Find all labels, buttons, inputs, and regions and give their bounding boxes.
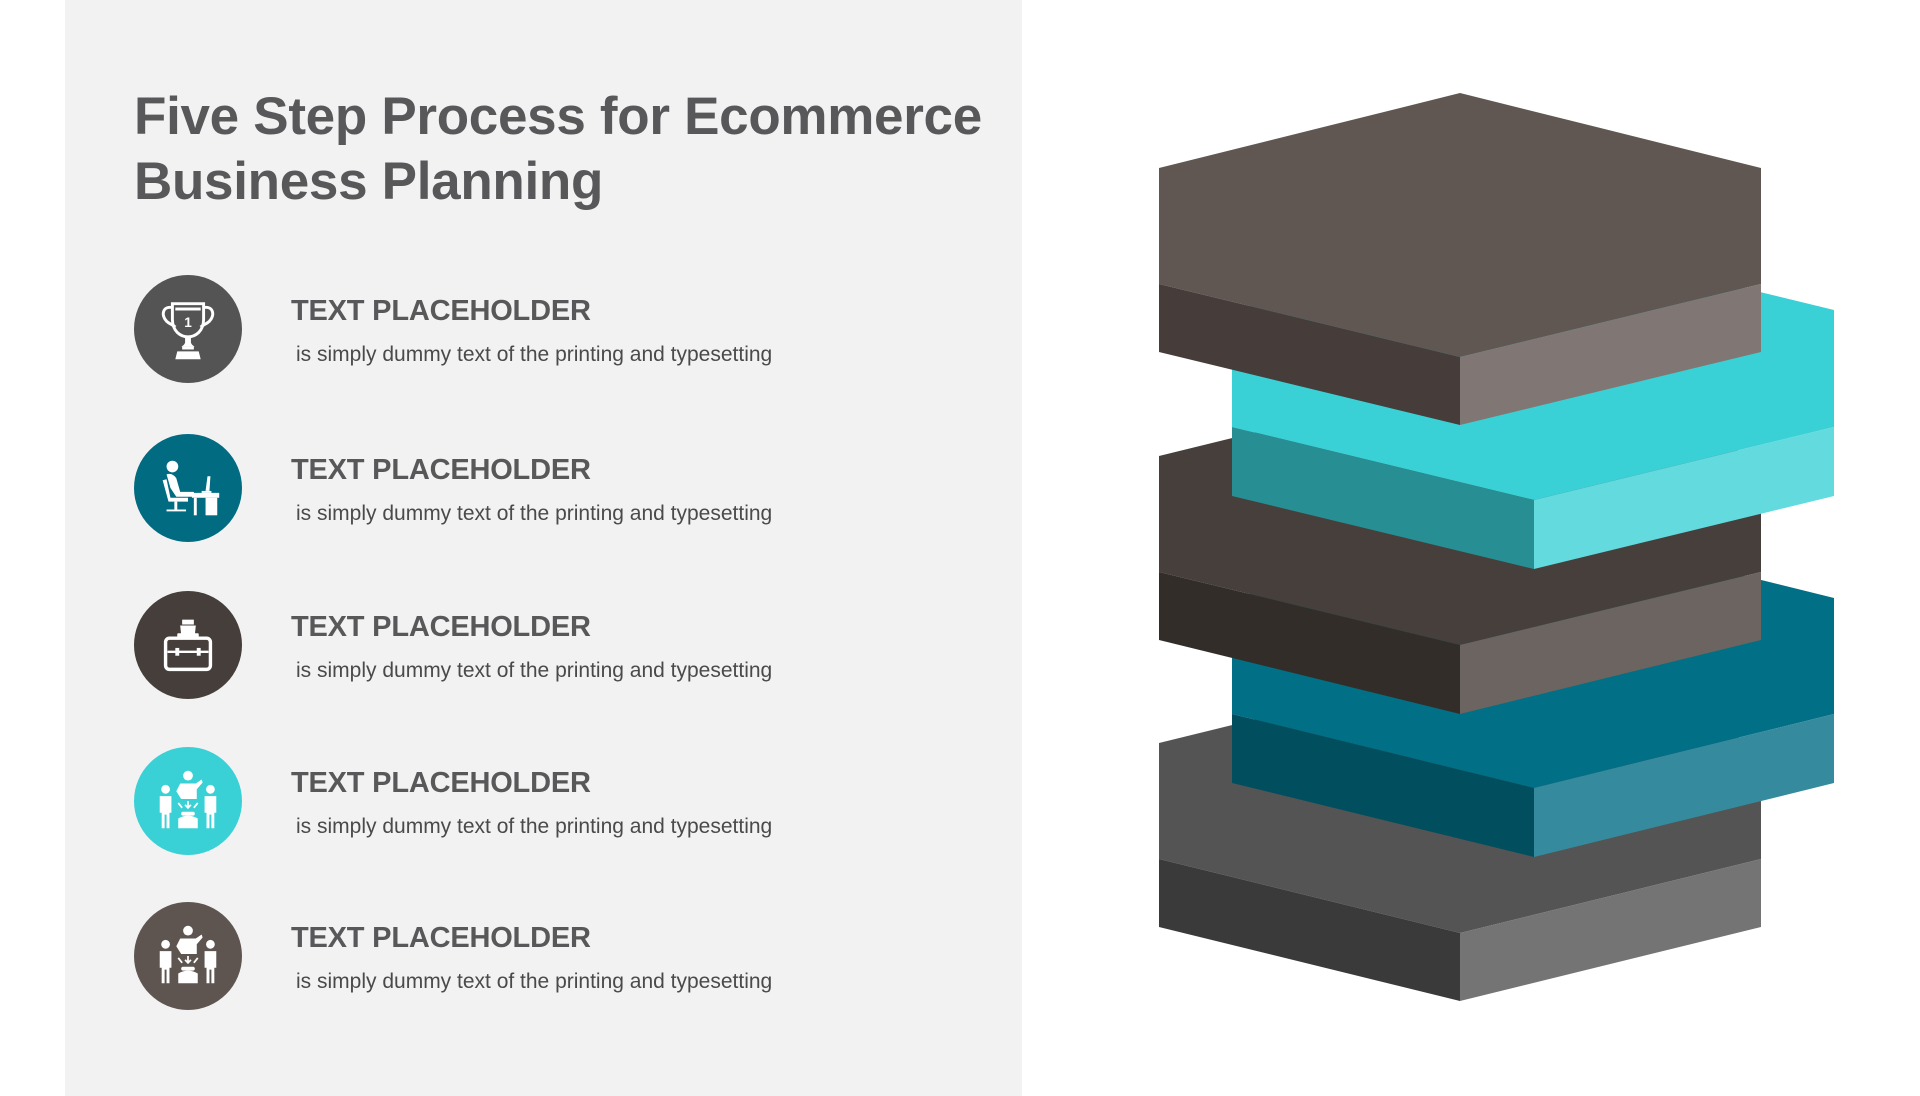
step-4-description: is simply dummy text of the printing and…: [296, 815, 773, 838]
step-3-icon-circle: [134, 591, 242, 699]
step-5-title: TEXT PLACEHOLDER: [291, 922, 591, 954]
team-meeting-icon: [159, 925, 217, 984]
svg-text:1: 1: [184, 315, 192, 330]
title-line-1: Five Step Process for Ecommerce: [134, 87, 982, 146]
step-2-description: is simply dummy text of the printing and…: [296, 502, 773, 525]
step-3-title: TEXT PLACEHOLDER: [291, 611, 591, 643]
briefcase-icon: [163, 619, 213, 672]
step-3-description: is simply dummy text of the printing and…: [296, 659, 773, 682]
step-4-icon-circle: [134, 747, 242, 855]
step-5-icon-circle: [134, 902, 242, 1010]
step-4-title: TEXT PLACEHOLDER: [291, 767, 591, 799]
trophy-icon: 1: [161, 302, 215, 360]
step-4: TEXT PLACEHOLDER is simply dummy text of…: [134, 747, 834, 855]
step-1: 1 TEXT PLACEHOLDER is simply dummy text …: [134, 275, 834, 383]
step-2-icon-circle: [134, 434, 242, 542]
stack-layer-1: [1159, 93, 1761, 425]
step-1-description: is simply dummy text of the printing and…: [296, 343, 773, 366]
step-2-title: TEXT PLACEHOLDER: [291, 454, 591, 486]
step-5: TEXT PLACEHOLDER is simply dummy text of…: [134, 902, 834, 1010]
step-2: TEXT PLACEHOLDER is simply dummy text of…: [134, 434, 834, 542]
title-line-2: Business Planning: [134, 152, 604, 211]
slide-title: Five Step Process for Ecommerce Business…: [134, 84, 994, 214]
left-content-panel: [65, 0, 1022, 1096]
step-1-icon-circle: 1: [134, 275, 242, 383]
step-5-description: is simply dummy text of the printing and…: [296, 970, 773, 993]
team-meeting-icon: [159, 770, 217, 829]
office-worker-icon: [162, 460, 220, 516]
step-3: TEXT PLACEHOLDER is simply dummy text of…: [134, 591, 834, 699]
step-1-title: TEXT PLACEHOLDER: [291, 295, 591, 327]
